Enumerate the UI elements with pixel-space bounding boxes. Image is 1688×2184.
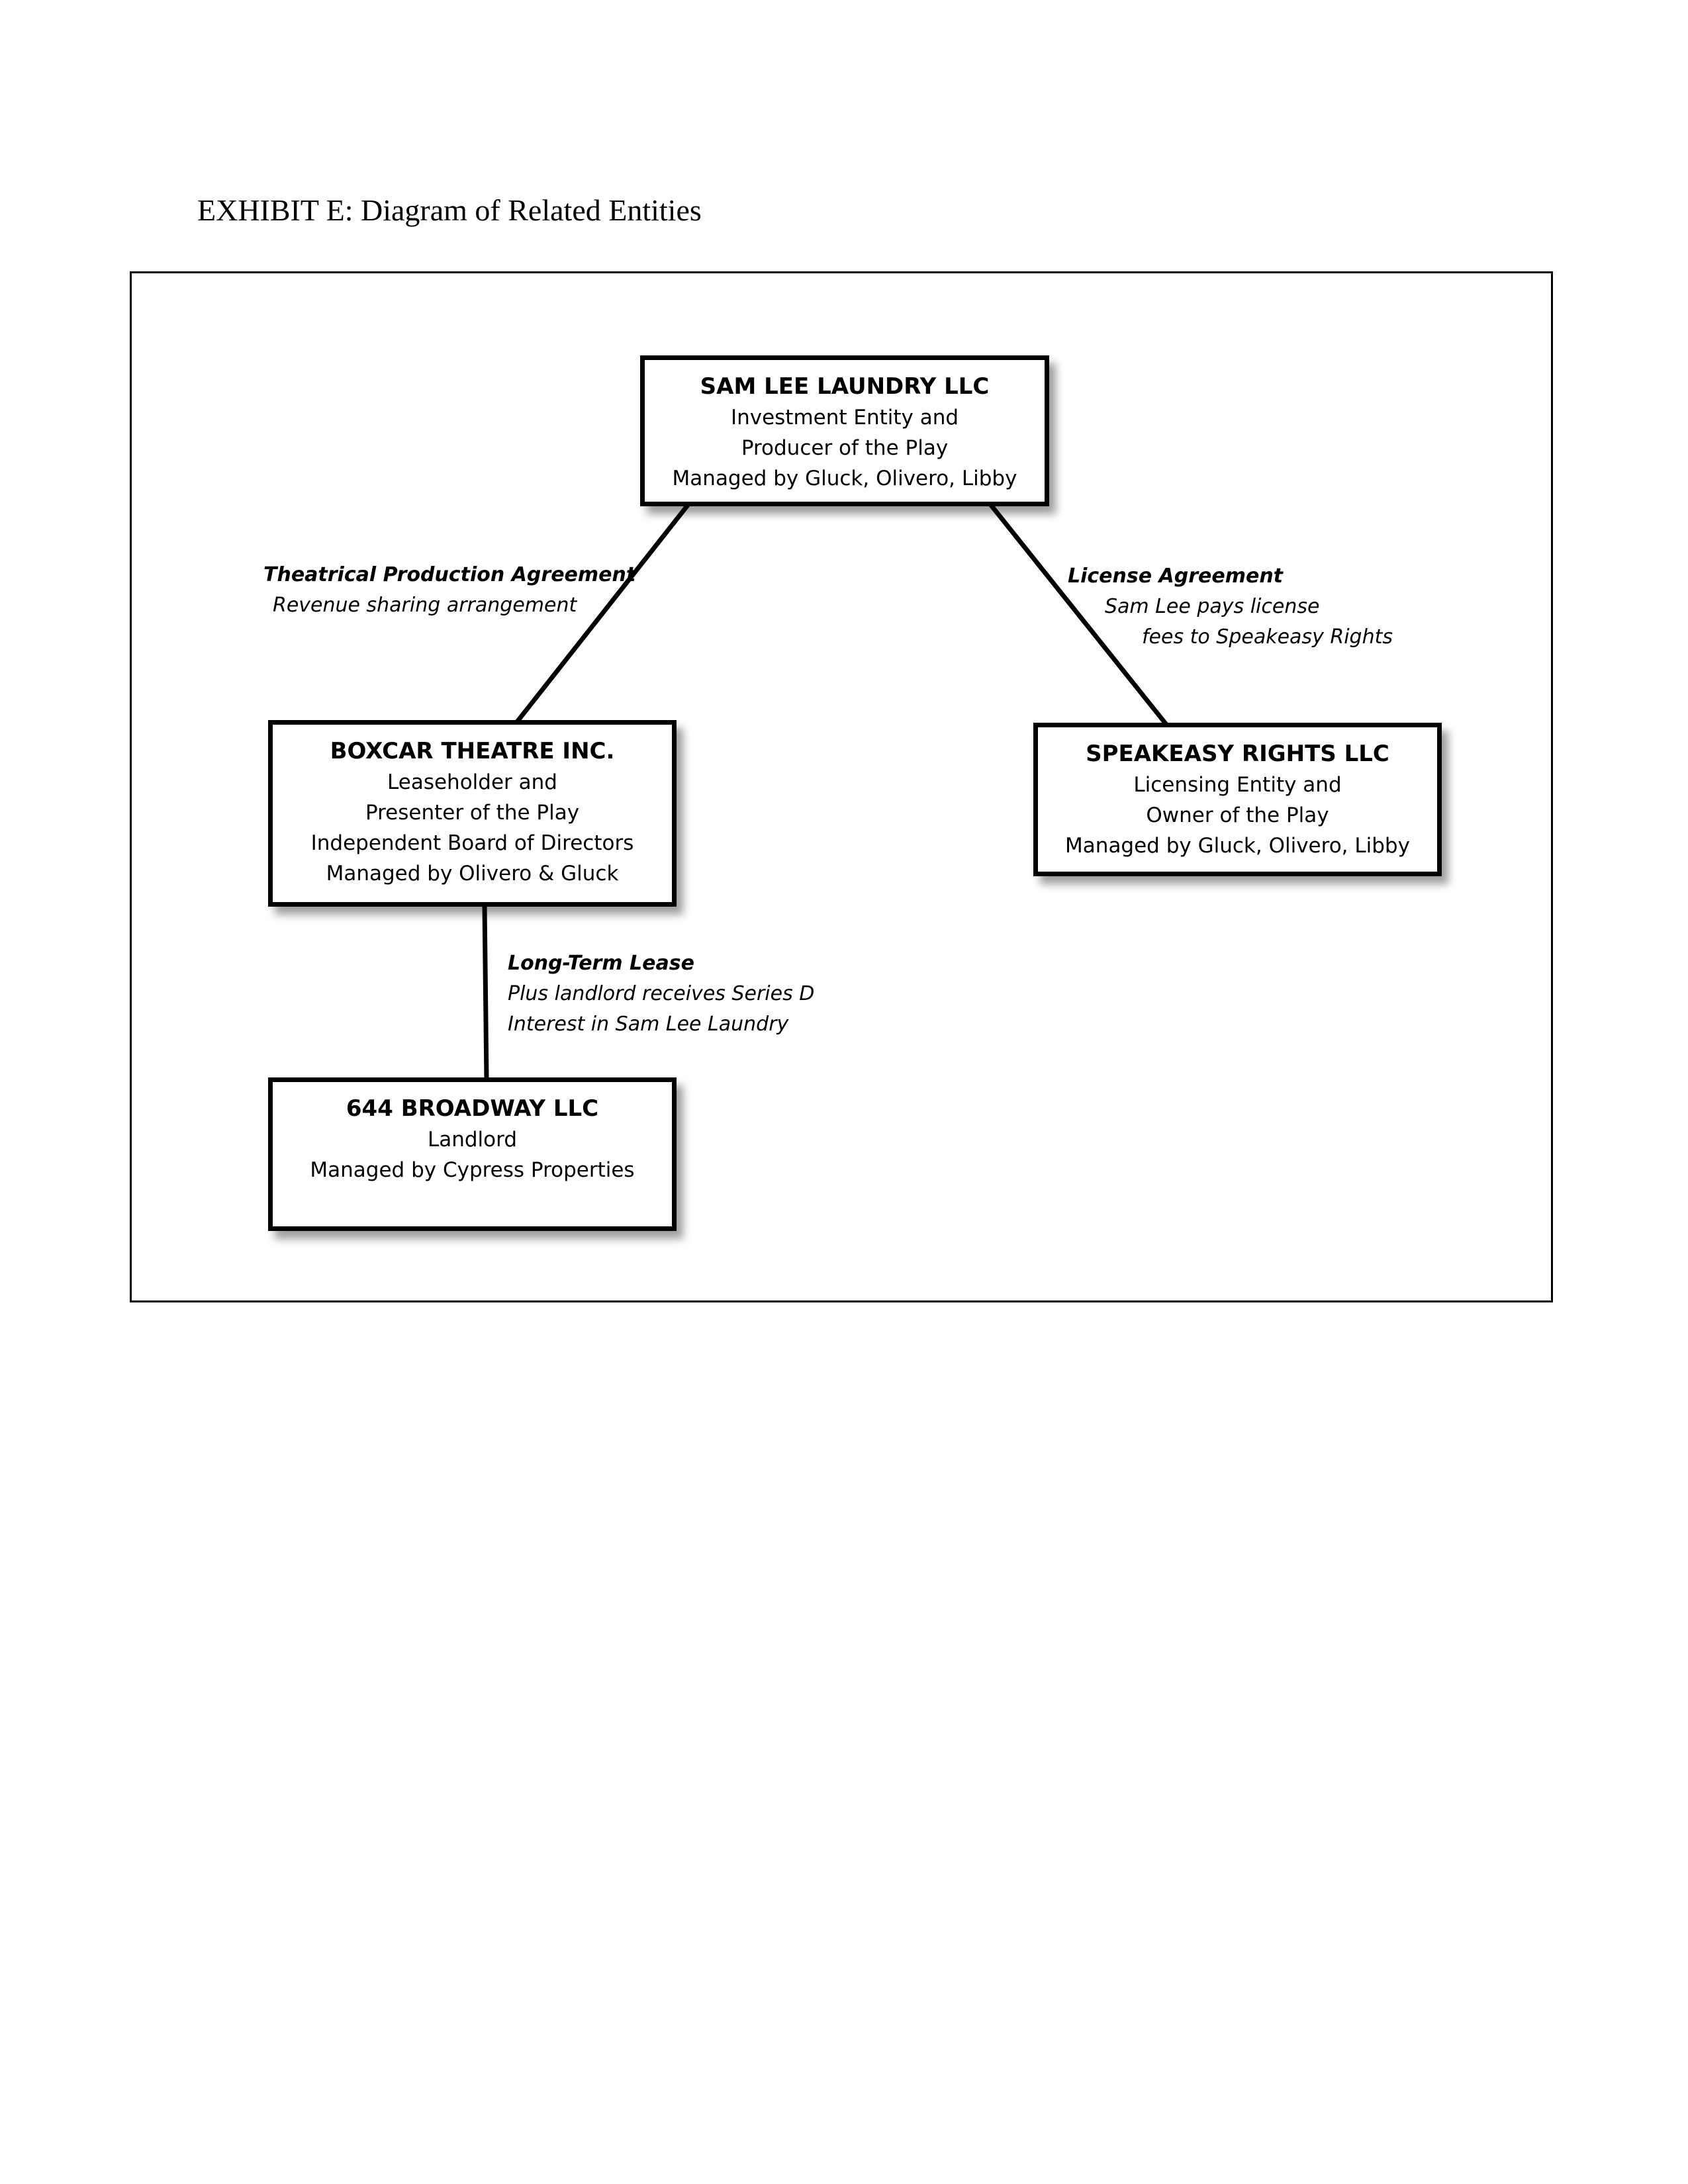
relationship-detail: Interest in Sam Lee Laundry — [508, 1013, 789, 1036]
entity-644-broadway: 644 BROADWAY LLC Landlord Managed by Cyp… — [268, 1077, 677, 1231]
label-theatrical-production-agreement: Theatrical Production Agreement Revenue … — [263, 560, 635, 621]
label-license-agreement: License Agreement Sam Lee pays license f… — [1068, 561, 1393, 653]
entity-speakeasy-rights: SPEAKEASY RIGHTS LLC Licensing Entity an… — [1033, 723, 1442, 876]
entity-detail: Licensing Entity and — [1133, 773, 1342, 797]
connector-samlee-boxcar — [514, 502, 690, 725]
entity-detail: Managed by Gluck, Olivero, Libby — [1065, 834, 1410, 858]
relationship-detail: Sam Lee pays license — [1105, 595, 1320, 618]
relationship-detail: Plus landlord receives Series D — [508, 982, 815, 1005]
relationship-detail: fees to Speakeasy Rights — [1142, 625, 1393, 649]
entity-name: BOXCAR THEATRE INC. — [330, 738, 615, 764]
entity-detail: Owner of the Play — [1146, 803, 1329, 827]
label-long-term-lease: Long-Term Lease Plus landlord receives S… — [508, 948, 814, 1040]
relationship-title: License Agreement — [1068, 565, 1284, 588]
entity-detail: Presenter of the Play — [365, 801, 580, 825]
entity-detail: Producer of the Play — [741, 436, 949, 460]
relationship-title: Theatrical Production Agreement — [263, 563, 636, 586]
exhibit-title: EXHIBIT E: Diagram of Related Entities — [197, 193, 702, 227]
entity-detail: Managed by Olivero & Gluck — [326, 862, 619, 886]
entity-sam-lee-laundry: SAM LEE LAUNDRY LLC Investment Entity an… — [640, 355, 1049, 506]
entity-boxcar-theatre: BOXCAR THEATRE INC. Leaseholder and Pres… — [268, 720, 677, 907]
entity-detail: Managed by Gluck, Olivero, Libby — [672, 467, 1017, 490]
entity-detail: Investment Entity and — [730, 406, 959, 430]
entity-name: SAM LEE LAUNDRY LLC — [700, 373, 990, 400]
entity-detail: Landlord — [427, 1128, 518, 1152]
entity-detail: Leaseholder and — [387, 770, 557, 794]
entity-name: SPEAKEASY RIGHTS LLC — [1086, 741, 1389, 767]
relationship-detail: Revenue sharing arrangement — [273, 594, 577, 617]
relationship-title: Long-Term Lease — [508, 952, 694, 975]
entity-detail: Managed by Cypress Properties — [310, 1158, 635, 1182]
diagram-frame — [130, 271, 1553, 1302]
entity-name: 644 BROADWAY LLC — [346, 1095, 599, 1122]
connector-boxcar-broadway — [482, 905, 489, 1081]
connector-samlee-speakeasy — [988, 502, 1169, 727]
entity-detail: Independent Board of Directors — [310, 831, 634, 855]
